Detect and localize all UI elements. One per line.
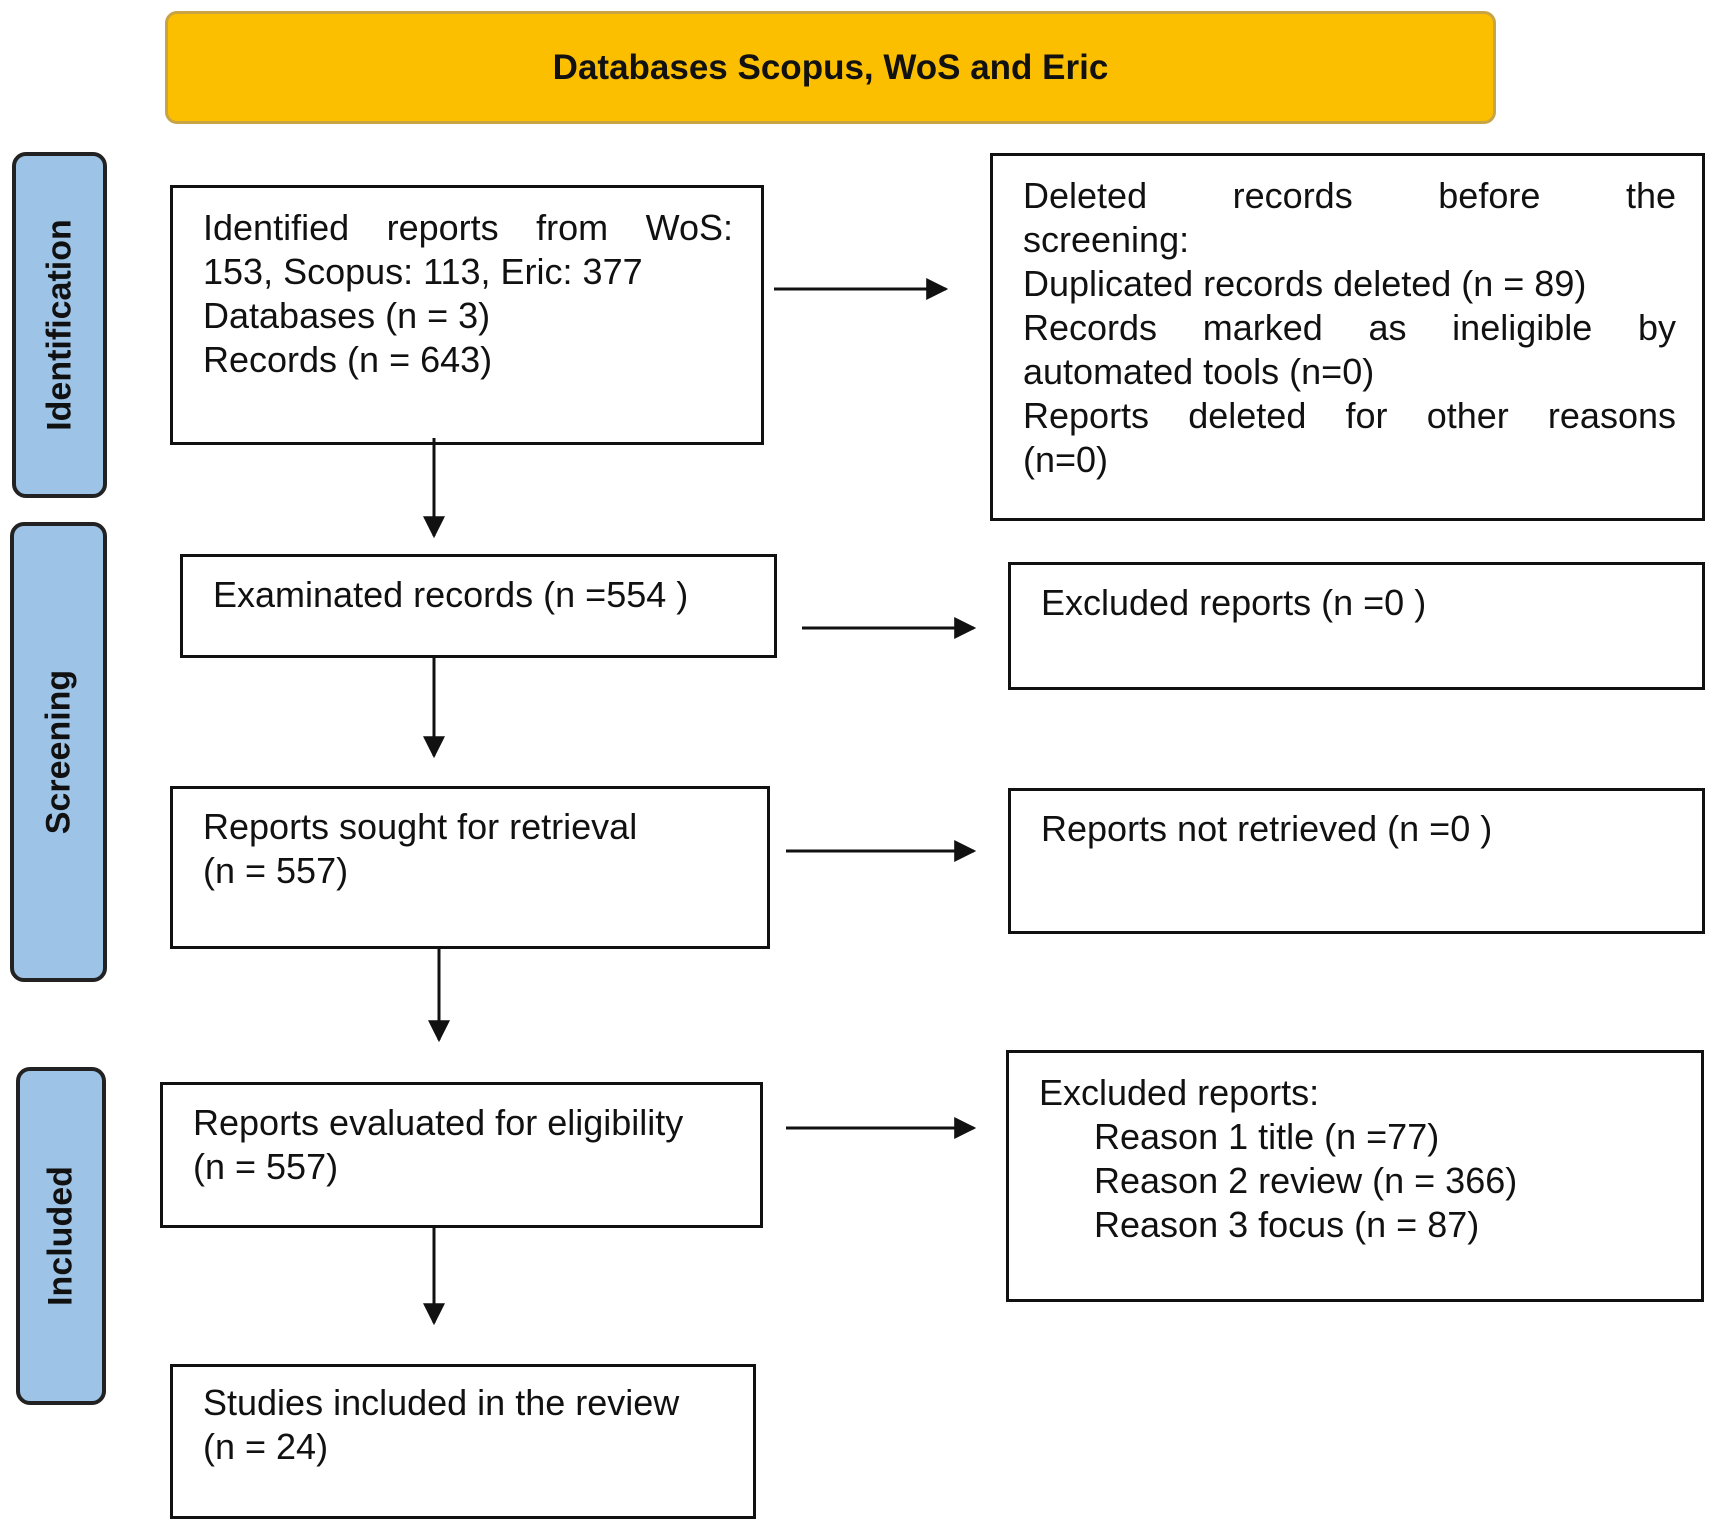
exclusion-reason: Reason 2 review (n = 366) [1094,1160,1518,1201]
identified-line-2: 153, Scopus: 113, Eric: 377 [203,251,643,292]
excluded-reports-screening-box: Excluded reports (n =0 ) [1008,562,1705,690]
deleted-line-3: Duplicated records deleted (n = 89) [1023,263,1587,304]
sought-line-1: Reports sought for retrieval [203,806,638,847]
databases-header-title: Databases Scopus, WoS and Eric [552,47,1109,87]
identified-line-4: Records (n = 643) [203,339,493,380]
excluded-screening-line-1: Excluded reports (n =0 ) [1041,582,1427,623]
deleted-line-5: automated tools (n=0) [1023,351,1375,392]
deleted-line-6: Reports deleted for other reasons [1023,395,1676,436]
identified-line-3: Databases (n = 3) [203,295,491,336]
not-retrieved-line-1: Reports not retrieved (n =0 ) [1041,808,1493,849]
sought-line-2: (n = 557) [203,850,349,891]
phase-identification: Identification [12,152,107,498]
deleted-records-box: Deleted records before the screening: Du… [990,153,1705,521]
identified-reports-box: Identified reports from WoS: 153, Scopus… [170,185,764,445]
studies-included-box: Studies included in the review (n = 24) [170,1364,756,1519]
databases-header: Databases Scopus, WoS and Eric [165,11,1496,124]
included-line-2: (n = 24) [203,1426,329,1467]
phase-included: Included [16,1067,106,1405]
deleted-line-1: Deleted records before the [1023,175,1676,216]
examined-line-1: Examinated records (n =554 ) [213,574,689,615]
exclusion-reason: Reason 1 title (n =77) [1094,1116,1440,1157]
excluded-eligibility-line-1: Excluded reports: [1039,1072,1320,1113]
reports-sought-box: Reports sought for retrieval (n = 557) [170,786,770,949]
examined-records-box: Examinated records (n =554 ) [180,554,777,658]
identified-line-1: Identified reports from WoS: [203,207,733,248]
reports-not-retrieved-box: Reports not retrieved (n =0 ) [1008,788,1705,934]
exclusion-reason: Reason 3 focus (n = 87) [1094,1204,1480,1245]
deleted-line-4: Records marked as ineligible by [1023,307,1676,348]
reports-evaluated-box: Reports evaluated for eligibility (n = 5… [160,1082,763,1228]
deleted-line-2: screening: [1023,219,1190,260]
evaluated-line-2: (n = 557) [193,1146,339,1187]
evaluated-line-1: Reports evaluated for eligibility [193,1102,684,1143]
deleted-line-7: (n=0) [1023,439,1109,480]
included-line-1: Studies included in the review [203,1382,680,1423]
phase-screening: Screening [10,522,107,982]
excluded-reports-eligibility-box: Excluded reports: Reason 1 title (n =77)… [1006,1050,1704,1302]
